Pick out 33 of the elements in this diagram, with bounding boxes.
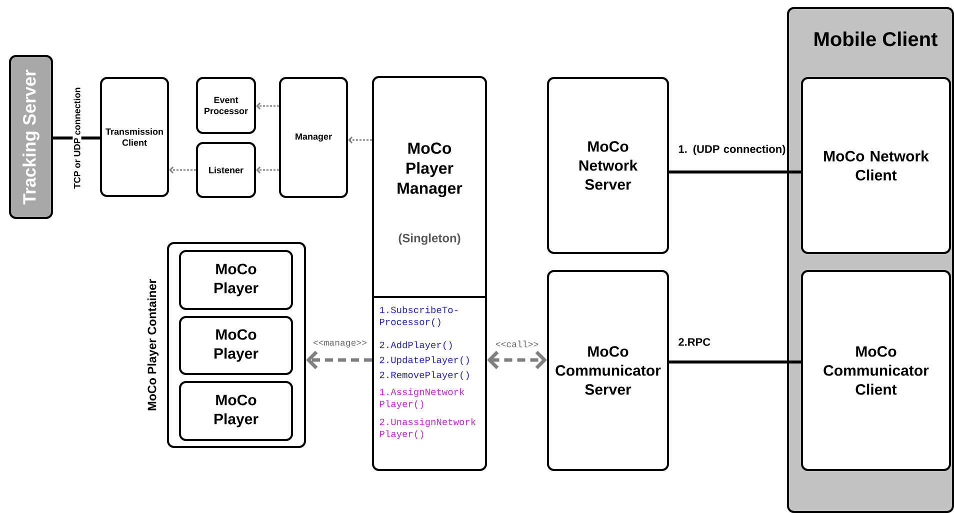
connector-line (53, 136, 100, 140)
connector-arrow (169, 166, 196, 174)
edge-label: 2.RPC (678, 338, 710, 346)
component-box: Event Processor (196, 77, 256, 134)
node-label: MoCo Player Container (147, 279, 159, 410)
component-box: Manager (279, 77, 348, 198)
component-box: MoCo Network Client (801, 77, 951, 254)
method-text: 2.RemovePlayer() (380, 371, 469, 380)
component-box: MoCo Player (179, 381, 293, 441)
edge-label: <<call>> (496, 340, 538, 348)
component-box: MoCo Player (179, 316, 293, 375)
component-box: Transmission Client (100, 77, 169, 197)
component-box: MoCo Communicator Client (801, 270, 951, 471)
component-box: MoCo Network Server (547, 77, 669, 254)
component-box: Listener (196, 142, 256, 198)
connector-line (669, 360, 801, 364)
connector-arrow (256, 166, 279, 174)
server-bar: Tracking Server (9, 55, 53, 219)
method-text: 2.UpdatePlayer() (380, 356, 469, 366)
connector-line (669, 170, 801, 174)
method-text: 2.UnassignNetwork Player() (380, 418, 476, 440)
component-box: MoCo Communicator Server (547, 270, 669, 471)
connector-arrow (348, 136, 372, 144)
connector-arrow (487, 350, 547, 370)
edge-label: <<manage>> (314, 340, 366, 348)
method-text: 1.AssignNetwork Player() (380, 388, 464, 410)
edge-label: 1. (UDP connection) (678, 144, 786, 156)
component-box: MoCo Player (179, 250, 293, 310)
connector-arrow (256, 102, 279, 110)
method-text: 1.SubscribeTo- Processor() (380, 306, 458, 328)
connector-arrow (306, 350, 372, 370)
edge-label: TCP or UDP connection (72, 86, 82, 190)
method-text: 2.AddPlayer() (380, 341, 452, 350)
